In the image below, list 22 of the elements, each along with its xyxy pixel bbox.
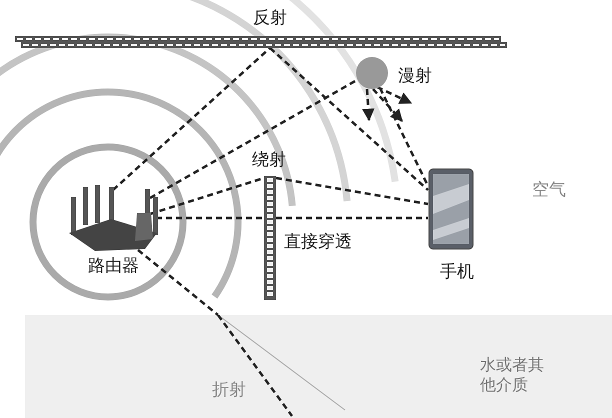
scatter-arrow xyxy=(372,88,403,122)
signal-ray xyxy=(276,176,428,206)
penetration-label: 直接穿透 xyxy=(284,232,352,252)
signal-ray xyxy=(149,78,358,200)
router-label: 路由器 xyxy=(88,256,139,276)
signal-ray xyxy=(112,47,271,191)
signal-ray xyxy=(137,249,219,316)
ray-label: 折射 xyxy=(212,380,246,400)
wall-strip xyxy=(264,176,276,300)
signal-ray xyxy=(269,47,429,191)
scattering-label: 漫射 xyxy=(398,66,432,86)
medium-label: 水或者其他介质 xyxy=(480,355,545,395)
diffraction-label: 绕射 xyxy=(252,150,286,170)
reflection-label: 反射 xyxy=(253,8,287,28)
phone-label: 手机 xyxy=(440,262,474,282)
water-region xyxy=(25,315,612,418)
scatter-arrow xyxy=(376,86,412,104)
signal-ray xyxy=(156,216,428,220)
scattering-ball xyxy=(356,57,388,89)
ceiling-slab xyxy=(15,36,507,48)
scatter-arrow xyxy=(362,88,375,122)
medium-label: 空气 xyxy=(532,180,566,200)
